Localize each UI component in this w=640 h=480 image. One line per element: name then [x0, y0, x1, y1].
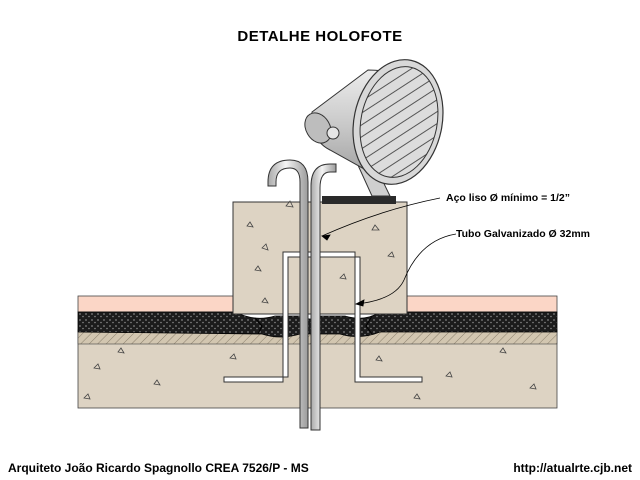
- galvanized-tube: [310, 163, 337, 431]
- floodlight-rear-cap: [304, 112, 332, 144]
- website-link[interactable]: http://atualrte.cjb.net: [513, 461, 632, 475]
- author-credit: Arquiteto João Ricardo Spagnollo CREA 75…: [8, 461, 309, 475]
- aggregate-marks: [83, 200, 537, 400]
- anchor-bars: [223, 251, 423, 383]
- tube-leader: [355, 233, 457, 305]
- crack-lines: [254, 315, 373, 335]
- pink-floor-right: [406, 295, 558, 313]
- steel-bar-label: Aço liso Ø mínimo = 1/2”: [446, 192, 570, 204]
- lamp-base-plate: [322, 196, 396, 204]
- drawing-title: DETALHE HOLOFOTE: [237, 28, 403, 45]
- steel-bar-leader: [321, 197, 441, 237]
- floodlight: [304, 59, 444, 197]
- pink-floor-left: [77, 295, 234, 313]
- callout-leaders: [321, 197, 457, 307]
- steel-bar-arrow: [321, 234, 331, 241]
- floodlight-lens: [359, 66, 439, 178]
- galvanized-tube-label: Tubo Galvanizado Ø 32mm: [456, 228, 590, 240]
- tube-arrow: [354, 299, 365, 307]
- steel-bar: [267, 159, 309, 429]
- floodlight-pivot: [326, 126, 340, 140]
